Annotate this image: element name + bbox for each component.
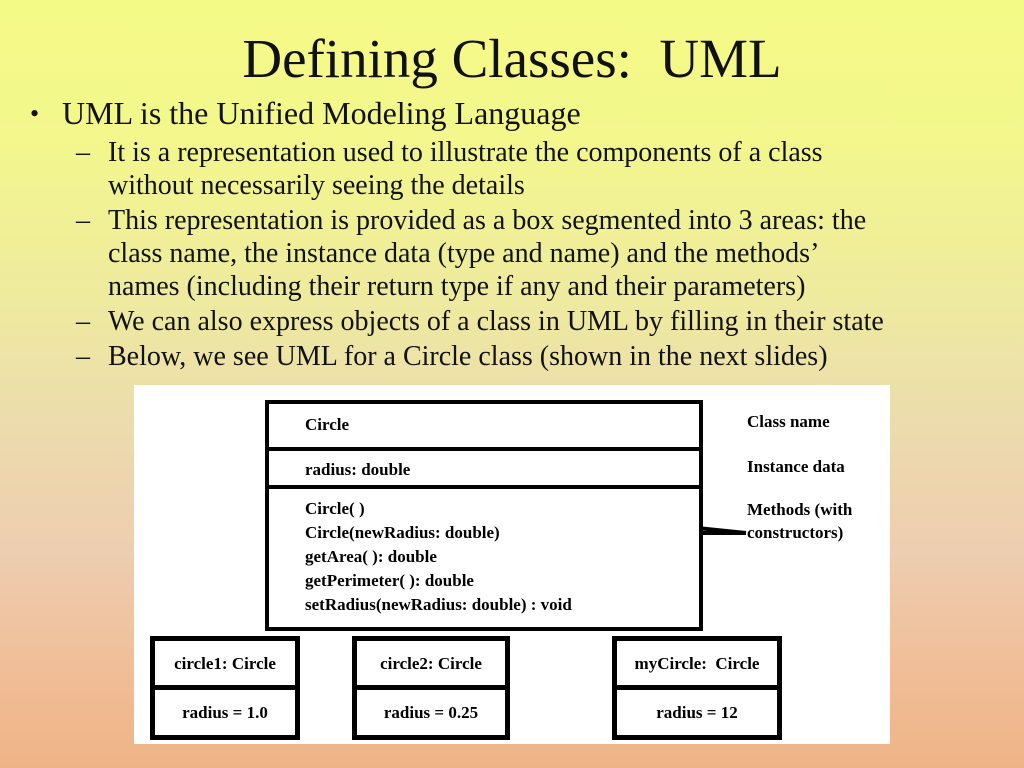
uml-method: setRadius(newRadius: double) : void — [305, 595, 572, 614]
list-item-line: class name, the instance data (type and … — [108, 238, 820, 269]
list-item-line: This representation is provided as a box… — [108, 205, 867, 236]
list-item: – It is a representation used to illustr… — [0, 136, 1014, 202]
uml-object-box: circle2: Circle radius = 0.25 — [352, 636, 510, 740]
uml-method: getPerimeter( ): double — [305, 571, 474, 590]
dash-marker-icon: – — [76, 205, 90, 236]
uml-object-header: circle2: Circle — [380, 654, 482, 673]
uml-object-box: myCircle: Circle radius = 12 — [612, 636, 782, 740]
list-item-line: We can also express objects of a class i… — [108, 306, 884, 337]
page-title: Defining Classes: UML — [242, 28, 782, 89]
list-item: – We can also express objects of a class… — [0, 305, 1014, 338]
list-item: – Below, we see UML for a Circle class (… — [0, 340, 1014, 373]
uml-class-box: Circle radius: double Circle( ) Circle(n… — [265, 400, 703, 631]
uml-methods-compartment: Circle( ) Circle(newRadius: double) getA… — [269, 485, 699, 627]
uml-attributes-compartment: radius: double — [269, 447, 699, 485]
annotation-class-name: Class name — [747, 412, 830, 431]
uml-method: getArea( ): double — [305, 547, 437, 566]
list-item: • UML is the Unified Modeling Language — [0, 93, 1014, 134]
list-item-text: UML is the Unified Modeling Language — [62, 95, 581, 131]
dash-marker-icon: – — [76, 137, 90, 168]
uml-class-name: Circle — [305, 415, 350, 434]
list-item: – This representation is provided as a b… — [0, 204, 1014, 303]
uml-object-attribute: radius = 0.25 — [357, 685, 505, 735]
uml-object-attribute: radius = 12 — [617, 685, 777, 735]
uml-object-header: myCircle: Circle — [634, 654, 760, 673]
uml-method: Circle(newRadius: double) — [305, 523, 500, 542]
uml-object-header: circle1: Circle — [174, 654, 276, 673]
uml-object-attribute: radius = 1.0 — [155, 685, 295, 735]
list-item-line: without necessarily seeing the details — [108, 170, 525, 201]
list-item-line: It is a representation used to illustrat… — [108, 137, 823, 168]
uml-diagram-panel: Circle radius: double Circle( ) Circle(n… — [134, 385, 890, 744]
bullet-list: • UML is the Unified Modeling Language –… — [0, 93, 1014, 373]
annotation-methods: Methods (with constructors) — [747, 500, 853, 542]
annotation-instance-data: Instance data — [747, 457, 845, 476]
uml-class-name-compartment: Circle — [269, 404, 699, 447]
dash-marker-icon: – — [76, 306, 90, 337]
dash-marker-icon: – — [76, 341, 90, 372]
uml-object-box: circle1: Circle radius = 1.0 — [150, 636, 300, 740]
uml-method: Circle( ) — [305, 499, 365, 518]
list-item-line: Below, we see UML for a Circle class (sh… — [108, 341, 828, 372]
uml-attribute: radius: double — [305, 460, 411, 479]
list-item-line: names (including their return type if an… — [108, 271, 806, 302]
bullet-marker-icon: • — [30, 99, 40, 128]
